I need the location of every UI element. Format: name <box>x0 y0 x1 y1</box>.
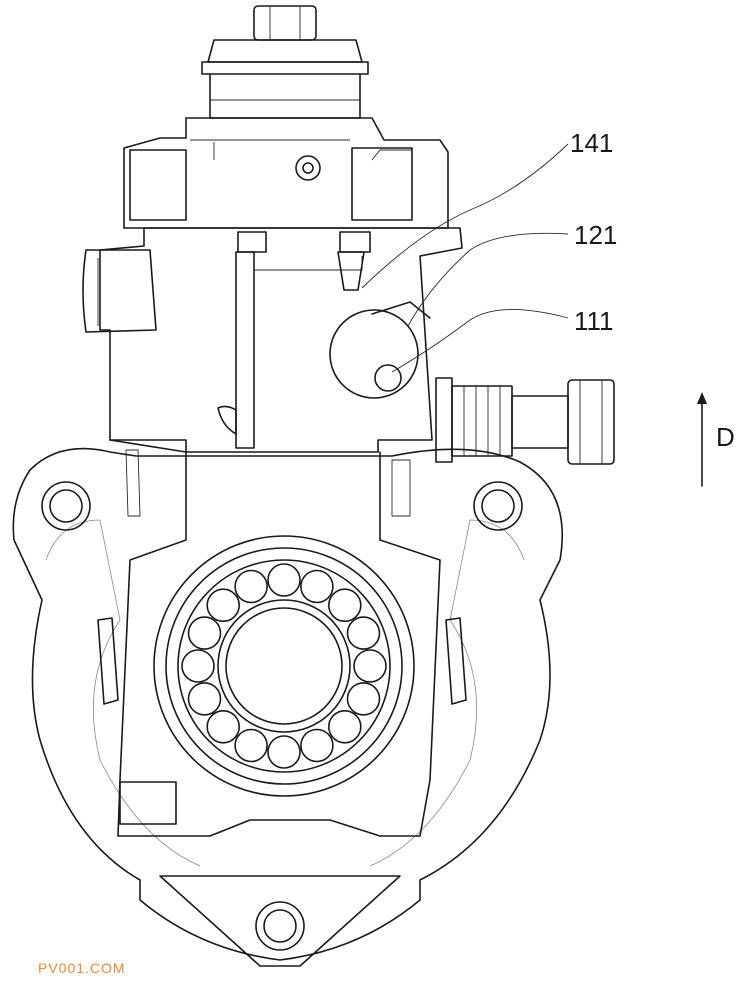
bearing-ball <box>181 649 215 683</box>
direction-arrow <box>697 392 707 487</box>
pump-head <box>123 117 449 229</box>
bearing-balls <box>181 563 387 769</box>
watermark: PV001.COM <box>38 960 126 976</box>
label-direction-d: D <box>716 422 735 452</box>
bearing-ball <box>206 588 240 623</box>
label-111: 111 <box>574 306 614 336</box>
lower-housing <box>12 439 564 967</box>
label-121: 121 <box>574 220 617 250</box>
top-nut <box>201 5 369 119</box>
bearing-ball <box>187 616 222 650</box>
side-connector <box>435 377 615 465</box>
bearing-ball <box>346 616 381 650</box>
bearing-ball <box>353 649 387 683</box>
bearing-ball <box>327 588 362 623</box>
label-141: 141 <box>570 128 613 158</box>
bearing-ball <box>234 569 268 604</box>
leader-lines <box>361 143 569 373</box>
inlet-fitting <box>329 301 431 399</box>
bearing-ball <box>267 735 301 769</box>
ball-bearing <box>153 535 415 797</box>
bearing-ball <box>267 563 301 597</box>
bearing-ball <box>327 709 362 744</box>
bearing-ball <box>346 682 381 716</box>
bearing-ball <box>234 728 268 763</box>
bearing-ball <box>300 569 334 604</box>
bearing-ball <box>206 709 240 744</box>
arrow-head-icon <box>697 392 707 404</box>
bearing-ball <box>300 728 334 763</box>
bearing-ball <box>187 682 222 716</box>
